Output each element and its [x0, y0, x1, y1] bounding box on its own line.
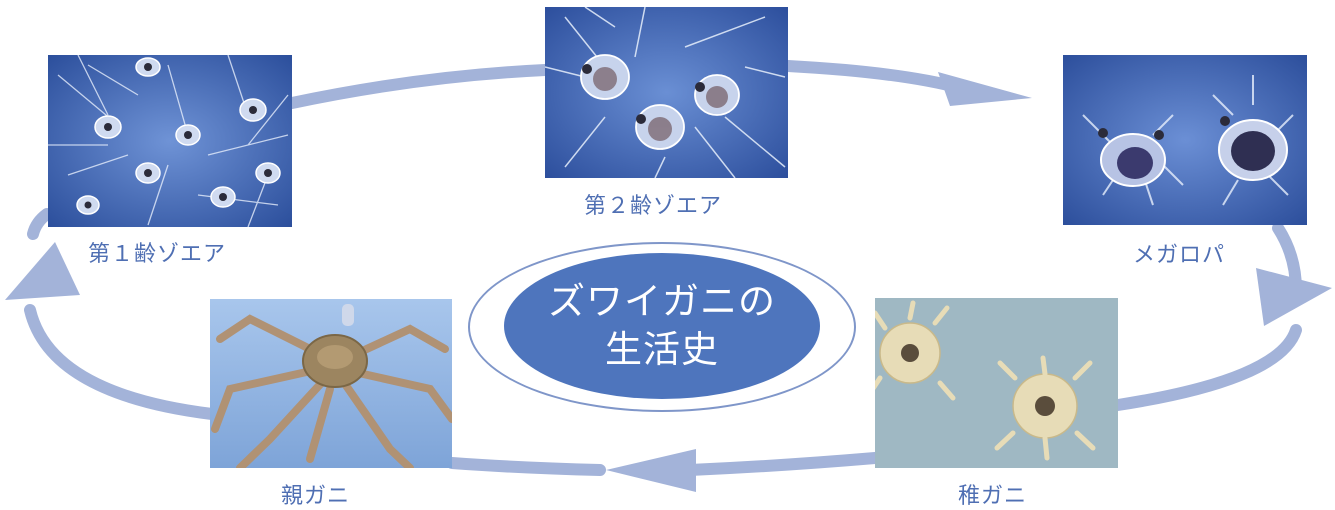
center-title-line2: 生活史	[605, 328, 719, 371]
zoea1-label: 第１齢ゾエア	[88, 242, 227, 267]
juvenile-label: 稚ガニ	[958, 484, 1028, 509]
zoea-larvae-photo-icon	[48, 55, 292, 227]
arrowhead-to-juvenile	[1256, 268, 1332, 326]
arrow-path-juvenile-to-adult	[684, 452, 881, 476]
zoea-larvae-photo-icon	[545, 7, 788, 178]
arrow-path-adult-to-zoea1	[24, 304, 218, 420]
zoea1-photo	[48, 55, 292, 227]
center-ring	[468, 242, 856, 412]
arrowhead-to-zoea1	[5, 242, 80, 300]
center-title: ズワイガニの 生活史	[504, 253, 820, 399]
juvenile-photo	[875, 298, 1118, 468]
juvenile-crab-photo-icon	[875, 298, 1118, 468]
zoea2-photo	[545, 7, 788, 178]
megalopa-larvae-photo-icon	[1063, 55, 1307, 225]
megalopa-photo	[1063, 55, 1307, 225]
adult-photo	[210, 299, 452, 468]
arrowhead-to-megalopa	[938, 72, 1032, 106]
adult-label: 親ガニ	[281, 484, 351, 509]
arrow-path-zoea1-to-zoea2	[286, 64, 551, 109]
adult-crab-photo-icon	[210, 299, 452, 468]
arrow-path-zoea2-to-megalopa	[782, 60, 966, 94]
zoea2-label: 第２齢ゾエア	[584, 194, 723, 219]
arrowhead-to-adult	[606, 449, 696, 492]
center-title-line1: ズワイガニの	[548, 280, 776, 323]
megalopa-label: メガロパ	[1133, 243, 1226, 268]
